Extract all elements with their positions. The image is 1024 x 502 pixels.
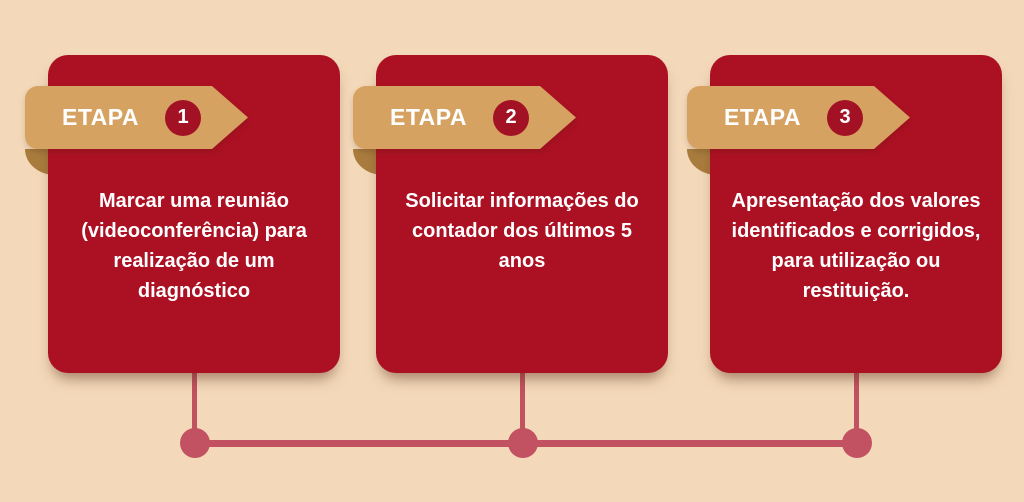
step-1: Marcar uma reunião (videoconferência) pa… (25, 55, 340, 375)
connector-node-3 (842, 428, 872, 458)
etapa-label: ETAPA (62, 104, 140, 130)
connector-vertical-line-1 (192, 371, 197, 443)
step-description: Marcar uma reunião (videoconferência) pa… (81, 190, 307, 302)
step-2: Solicitar informações do contador dos úl… (353, 55, 668, 375)
connector-vertical-line-2 (520, 371, 525, 443)
etapa-label: ETAPA (390, 104, 468, 130)
step-description: Apresentação dos valores identificados e… (731, 190, 981, 302)
connector-vertical-line-3 (854, 371, 859, 443)
step-number-badge: 3 (827, 99, 863, 136)
connector-node-2 (508, 428, 538, 458)
step-number-badge: 2 (493, 99, 529, 136)
connector-node-1 (180, 428, 210, 458)
etapa-label: ETAPA (724, 104, 802, 130)
step-number-badge: 1 (165, 99, 201, 136)
step-description: Solicitar informações do contador dos úl… (405, 190, 639, 272)
step-3: Apresentação dos valores identificados e… (687, 55, 1002, 375)
